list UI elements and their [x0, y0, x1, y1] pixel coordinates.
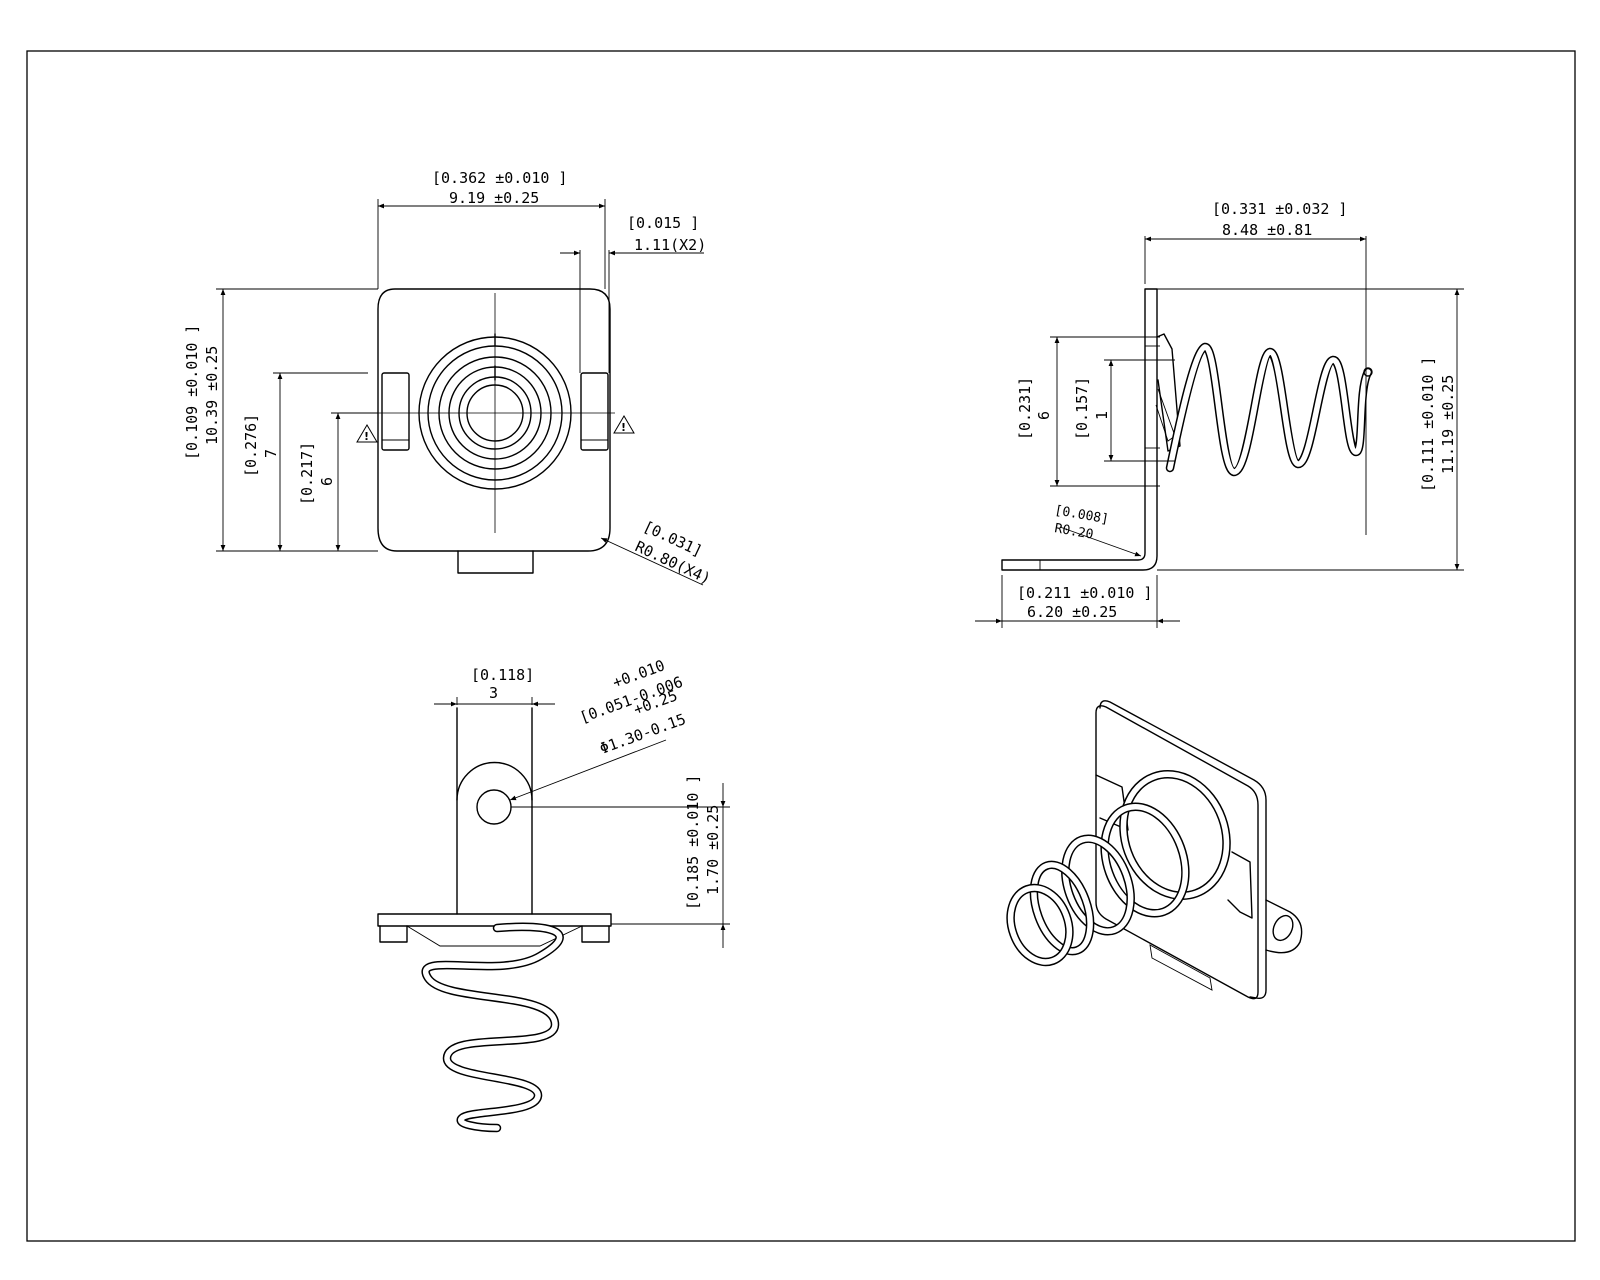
front-right-tab	[580, 372, 609, 451]
side-inner-inch: [0.157]	[1073, 377, 1091, 440]
front-left-tab	[381, 372, 410, 451]
side-foot-inch: [0.211 ±0.010 ]	[1017, 584, 1152, 602]
bottom-hole	[476, 789, 512, 825]
side-contact-leaf	[1156, 333, 1181, 452]
side-height-inch: [0.111 ±0.010 ]	[1419, 357, 1437, 492]
side-view: [0.331 ±0.032 ] 8.48 ±0.81 [0.111 ±0.010…	[975, 200, 1464, 628]
front-tab-inch: [0.015 ]	[627, 214, 699, 232]
front-slot-mm: 7	[262, 449, 280, 458]
bottom-tab-outline	[456, 707, 533, 915]
front-plate-outline	[377, 288, 611, 552]
front-height-mm: 10.39 ±0.25	[203, 346, 221, 445]
bottom-base-plate	[377, 913, 612, 927]
front-width-inch: [0.362 ±0.010 ]	[432, 169, 567, 187]
bottom-spring-coil	[421, 922, 564, 1133]
side-height-mm: 11.19 ±0.25	[1439, 375, 1457, 474]
isometric-spring-coil	[1006, 770, 1231, 967]
front-view: ! ! [0.362 ±0.010 ] 9.19 ±0.25 [0.015 ] …	[183, 169, 714, 588]
bottom-hole-mm: Φ1.30-0.15	[597, 710, 688, 758]
side-window-mm: 6	[1035, 411, 1053, 420]
side-spring-coil	[1165, 342, 1373, 477]
front-warning-left-icon: !	[356, 424, 378, 443]
bottom-tab-width-mm: 3	[489, 684, 498, 702]
isometric-plate	[1095, 705, 1259, 1000]
side-length-inch: [0.331 ±0.032 ]	[1212, 200, 1347, 218]
front-bottom-tab	[457, 550, 534, 574]
front-slot-inch: [0.276]	[242, 414, 260, 477]
front-warning-right-icon: !	[613, 415, 635, 434]
side-length-mm: 8.48 ±0.81	[1222, 221, 1312, 239]
svg-text:!: !	[621, 421, 626, 434]
isometric-view	[1006, 700, 1303, 1000]
side-bend-leader	[1059, 526, 1142, 557]
front-width-mm: 9.19 ±0.25	[449, 189, 539, 207]
side-window-inch: [0.231]	[1016, 377, 1034, 440]
drawing-border	[26, 50, 1576, 1242]
bottom-view: [0.118] 3 +0.010 [0.051-0.006 +0.25 Φ1.3…	[377, 656, 730, 1133]
bottom-hole-height-inch: [0.185 ±0.010 ]	[684, 775, 702, 910]
svg-text:!: !	[364, 430, 369, 443]
bottom-hole-leader	[509, 739, 667, 801]
side-bend-mm: R0.20	[1053, 521, 1094, 543]
front-center-inch: [0.217]	[298, 442, 316, 505]
side-foot-mm: 6.20 ±0.25	[1027, 603, 1117, 621]
front-center-mm: 6	[318, 477, 336, 486]
bottom-hole-height-mm: 1.70 ±0.25	[704, 805, 722, 895]
front-tab-mm: 1.11(X2)	[634, 236, 706, 254]
front-corner-leader	[600, 537, 704, 586]
side-inner-mm: 1	[1093, 411, 1111, 420]
bottom-tab-width-inch: [0.118]	[471, 666, 534, 684]
front-height-inch: [0.109 ±0.010 ]	[183, 325, 201, 460]
front-spring-spiral	[418, 333, 572, 490]
side-bracket-outline	[1001, 288, 1158, 571]
